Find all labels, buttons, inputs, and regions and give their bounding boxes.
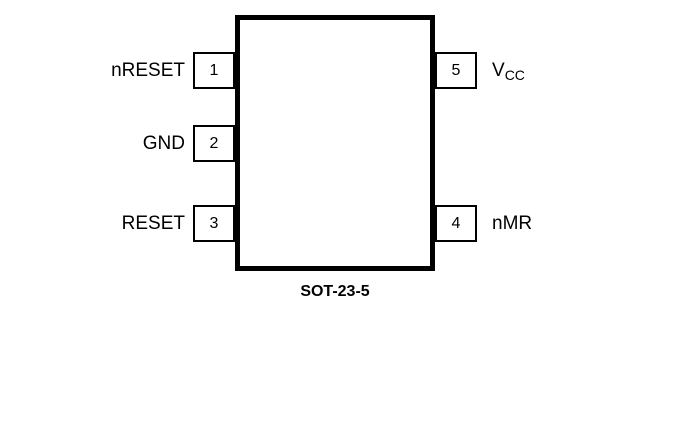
pin-label-gnd: GND xyxy=(142,133,185,154)
pin-label-nreset: nRESET xyxy=(111,60,185,81)
pin-number-1: 1 xyxy=(209,61,219,79)
vcc-main: V xyxy=(492,60,505,81)
pin-box-5: 5 xyxy=(435,52,477,89)
pin-label-vcc: VCC xyxy=(492,52,525,89)
pin-box-1: 1 xyxy=(193,52,235,89)
pin-box-4: 4 xyxy=(435,205,477,242)
pin-number-2: 2 xyxy=(209,134,219,152)
pin-number-5: 5 xyxy=(451,61,461,79)
pin-label-nmr: nMR xyxy=(492,213,533,234)
package-label: SOT-23-5 xyxy=(300,283,370,300)
ic-package-body xyxy=(235,15,435,271)
pin-number-3: 3 xyxy=(209,214,219,232)
pin-label-reset: RESET xyxy=(121,213,185,234)
pin-number-4: 4 xyxy=(451,214,461,232)
pin-box-2: 2 xyxy=(193,125,235,162)
pin-box-3: 3 xyxy=(193,205,235,242)
vcc-subscript: CC xyxy=(504,67,525,83)
